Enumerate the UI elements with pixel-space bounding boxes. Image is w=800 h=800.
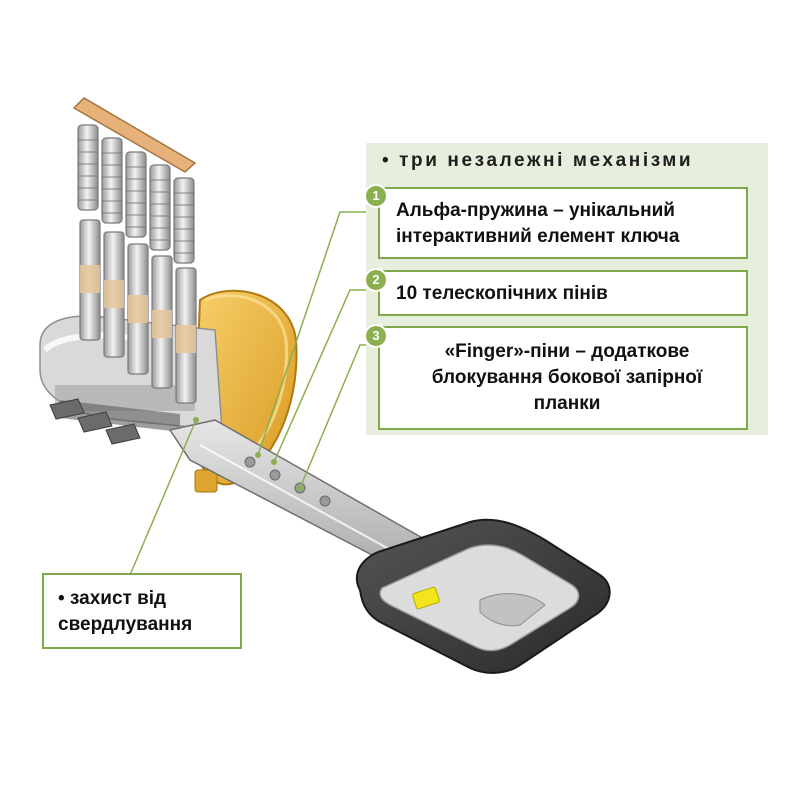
telescopic-pins	[79, 219, 197, 404]
callout-finger-pins-line-2: блокування бокової запірної	[431, 367, 703, 388]
callout-alpha-spring-line-2: інтерактивний елемент ключа	[396, 226, 680, 247]
callout-leader-lines	[129, 211, 378, 576]
callout-finger-pins-line-1: «Finger»-піни – додаткове	[444, 341, 690, 362]
callout-drill-protection: • захист від свердлування	[42, 573, 242, 649]
key-chip	[412, 586, 440, 610]
callout-drill-protection-line-1: • захист від	[58, 588, 167, 609]
callout-alpha-spring-line-1: Альфа-пружина – унікальний	[396, 200, 675, 221]
callout-number-badge-2: 2	[366, 270, 386, 290]
callout-drill-protection-line-2: свердлування	[58, 614, 193, 635]
callout-finger-pins: «Finger»-піни – додаткове блокування бок…	[378, 326, 748, 430]
key-blade	[168, 419, 442, 581]
mechanisms-panel-title: • три незалежні механізми	[382, 150, 694, 171]
cylinder-cam	[49, 398, 141, 445]
key-head	[355, 518, 611, 674]
leader-line-dots	[193, 417, 303, 491]
callout-telescopic-pins-line-1: 10 телескопічних пінів	[396, 283, 608, 304]
callout-alpha-spring: Альфа-пружина – унікальний інтерактивний…	[378, 187, 748, 259]
side-locking-bar	[72, 97, 197, 173]
callout-finger-pins-line-3: планки	[533, 393, 601, 414]
callout-number-badge-1: 1	[366, 186, 386, 206]
spring-stack	[77, 124, 195, 264]
callout-telescopic-pins: 10 телескопічних пінів	[378, 270, 748, 316]
callout-number-badge-3: 3	[366, 326, 386, 346]
